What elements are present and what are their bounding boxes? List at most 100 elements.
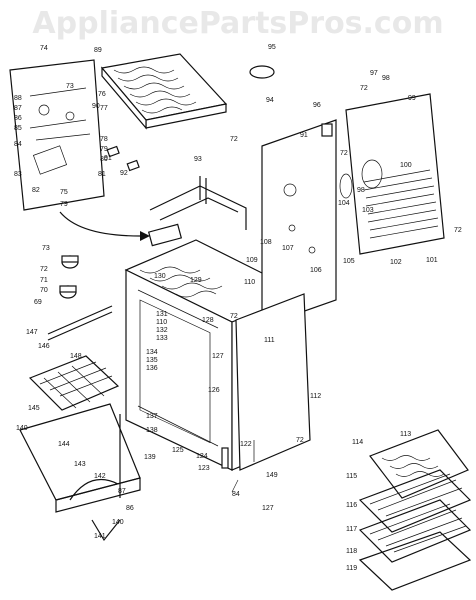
rod-146 bbox=[47, 311, 113, 341]
watermark: AppliancePartsPros.com bbox=[32, 6, 444, 41]
callout-c-100: 100 bbox=[400, 162, 412, 169]
callout-c-98b: 98 bbox=[357, 187, 365, 194]
door-support-141 bbox=[91, 519, 121, 542]
callout-c-96: 96 bbox=[313, 102, 321, 109]
callout-c-133: 133 bbox=[156, 335, 168, 342]
callout-c-116: 116 bbox=[346, 502, 357, 509]
callout-c-80: 80 bbox=[100, 156, 108, 163]
arrow-head bbox=[140, 231, 150, 241]
callout-c-72d: 72 bbox=[454, 227, 462, 234]
callout-c-79b: 79 bbox=[60, 201, 68, 208]
callout-c-110: 110 bbox=[244, 279, 255, 286]
callout-c-126: 126 bbox=[208, 387, 220, 394]
ring-95 bbox=[249, 65, 275, 79]
callout-c-104: 104 bbox=[338, 200, 350, 207]
ignition-module bbox=[147, 223, 183, 247]
broiler-rack-145 bbox=[28, 355, 120, 411]
top-burner-panel bbox=[100, 53, 228, 130]
callout-c-147: 147 bbox=[26, 329, 38, 336]
oven-racks bbox=[358, 429, 472, 591]
rear-panel bbox=[261, 119, 337, 327]
callout-c-112: 112 bbox=[310, 393, 321, 400]
callout-c-142: 142 bbox=[94, 473, 106, 480]
side-panel-112 bbox=[235, 293, 311, 471]
callout-c-113: 113 bbox=[400, 431, 411, 438]
callout-c-93: 93 bbox=[194, 156, 202, 163]
callout-c-140b: 140 bbox=[112, 519, 124, 526]
bracket-122 bbox=[221, 447, 229, 469]
callout-c-106: 106 bbox=[310, 267, 322, 274]
callout-c-124: 124 bbox=[196, 453, 208, 460]
callout-c-95: 95 bbox=[268, 44, 276, 51]
callout-c-145: 145 bbox=[28, 405, 40, 412]
callout-c-90: 90 bbox=[92, 103, 100, 110]
callout-c-83: 83 bbox=[14, 171, 22, 178]
callout-c-97: 97 bbox=[370, 70, 378, 77]
callout-c-149: 149 bbox=[266, 472, 278, 479]
callout-c-108: 108 bbox=[260, 239, 272, 246]
burner-rod bbox=[199, 176, 207, 204]
callout-c-122: 122 bbox=[240, 441, 252, 448]
callout-c-135: 135 bbox=[146, 357, 158, 364]
callout-c-134: 134 bbox=[146, 349, 158, 356]
screw-84 bbox=[231, 479, 239, 493]
callout-c-139: 139 bbox=[144, 454, 156, 461]
callout-c-84b: 84 bbox=[232, 491, 240, 498]
callout-c-69: 69 bbox=[34, 299, 42, 306]
burner-tube-93 bbox=[149, 185, 247, 230]
callout-c-119: 119 bbox=[346, 565, 357, 572]
callout-c-99: 99 bbox=[408, 95, 416, 102]
callout-c-131: 131 bbox=[156, 311, 168, 318]
callout-c-101: 101 bbox=[426, 257, 438, 264]
callout-c-130: 130 bbox=[154, 273, 166, 280]
callout-c-72g: 72 bbox=[296, 437, 304, 444]
callout-c-127b: 127 bbox=[262, 505, 274, 512]
callout-c-72e: 72 bbox=[40, 266, 48, 273]
rod-147 bbox=[47, 305, 113, 335]
callout-c-86: 86 bbox=[14, 115, 22, 122]
callout-c-75: 75 bbox=[60, 189, 68, 196]
callout-c-71: 71 bbox=[40, 277, 48, 284]
callout-c-137: 137 bbox=[146, 413, 158, 420]
callout-c-85: 85 bbox=[14, 125, 22, 132]
callout-c-110b: 110 bbox=[156, 319, 167, 326]
callout-c-109: 109 bbox=[246, 257, 258, 264]
callout-c-81: 81 bbox=[98, 171, 106, 178]
callout-c-77: 77 bbox=[100, 105, 108, 112]
rear-vent-cover bbox=[339, 93, 445, 255]
callout-c-87: 87 bbox=[14, 105, 22, 112]
callout-c-79a: 79 bbox=[100, 146, 108, 153]
callout-c-114: 114 bbox=[352, 439, 363, 446]
bracket-92 bbox=[126, 159, 140, 172]
callout-c-123: 123 bbox=[198, 465, 210, 472]
callout-c-141: 141 bbox=[94, 533, 106, 540]
callout-c-74: 74 bbox=[40, 45, 48, 52]
callout-c-128: 128 bbox=[202, 317, 214, 324]
callout-c-72a: 72 bbox=[230, 136, 238, 143]
bracket-91 bbox=[106, 145, 120, 158]
callout-c-82: 82 bbox=[32, 187, 40, 194]
callout-c-88: 88 bbox=[14, 95, 22, 102]
callout-c-87b: 87 bbox=[118, 488, 126, 495]
callout-c-140: 140 bbox=[16, 425, 28, 432]
bracket-96 bbox=[321, 123, 333, 137]
callout-c-146: 146 bbox=[38, 343, 50, 350]
callout-c-129: 129 bbox=[190, 277, 202, 284]
callout-c-92: 92 bbox=[120, 170, 128, 177]
callout-c-73a: 73 bbox=[66, 83, 74, 90]
callout-c-107: 107 bbox=[282, 245, 294, 252]
callout-c-70: 70 bbox=[40, 287, 48, 294]
callout-c-103: 103 bbox=[362, 207, 374, 214]
knob-73-body bbox=[61, 255, 79, 263]
callout-c-91a: 91 bbox=[104, 155, 112, 162]
callout-c-127: 127 bbox=[212, 353, 224, 360]
callout-c-91b: 91 bbox=[300, 132, 308, 139]
callout-c-138: 138 bbox=[146, 427, 158, 434]
knob-71-body bbox=[59, 285, 77, 293]
callout-c-115: 115 bbox=[346, 473, 357, 480]
callout-c-98: 98 bbox=[382, 75, 390, 82]
callout-c-144: 144 bbox=[58, 441, 70, 448]
callout-c-72f: 72 bbox=[230, 313, 238, 320]
